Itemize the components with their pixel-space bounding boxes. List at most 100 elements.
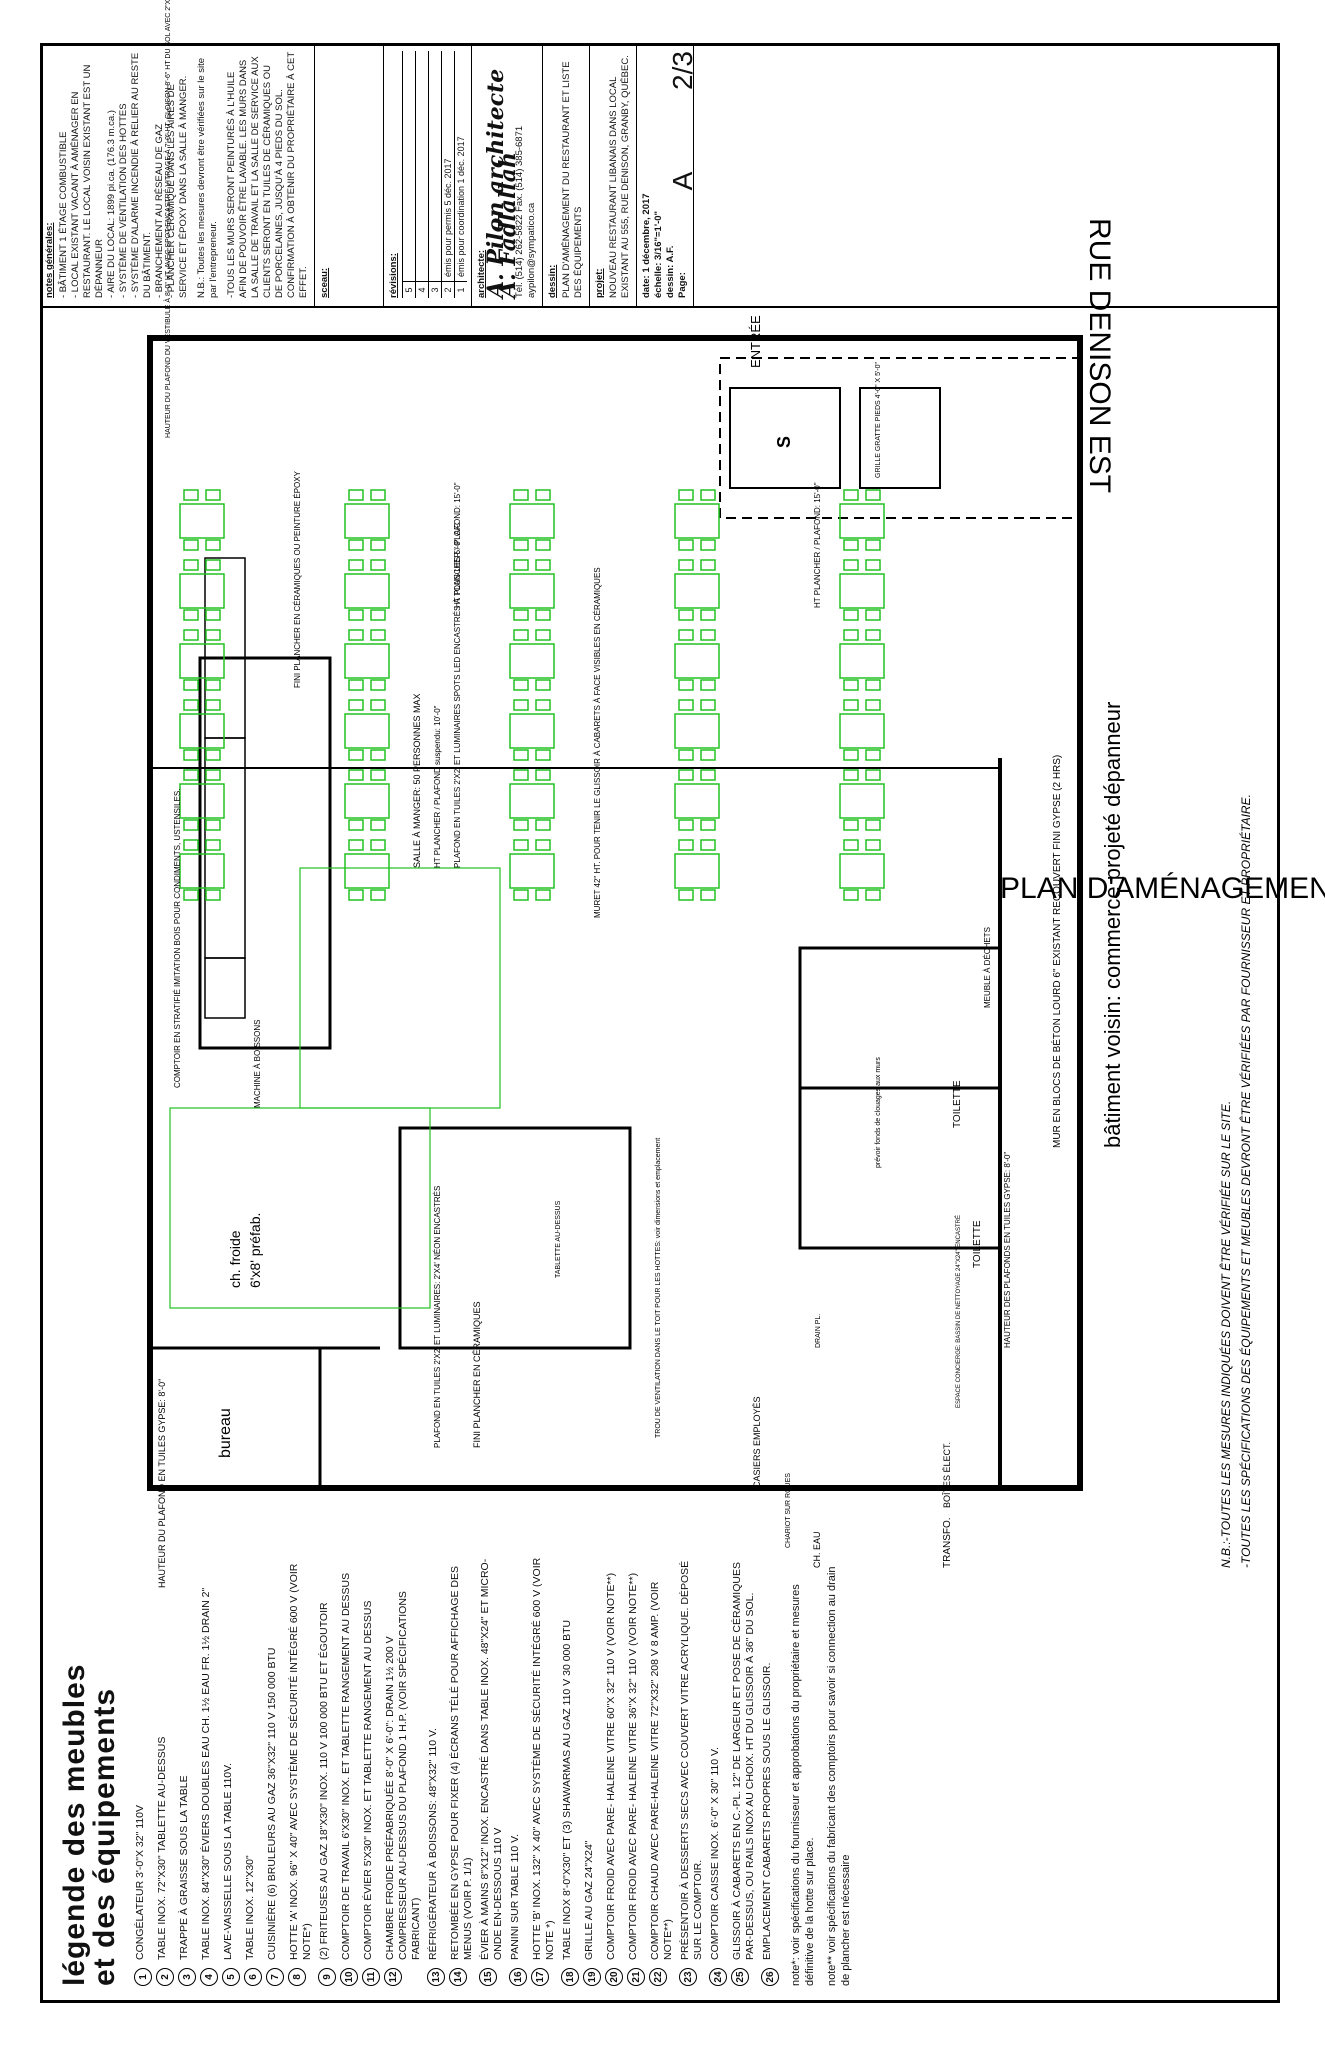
title-block: notes générales: - BÂTIMENT 1 ÉTAGE COMB… — [40, 43, 1280, 308]
general-note: - BRANCHEMENT AU RÉSEAU DE GAZ — [154, 123, 165, 298]
label-prevoir: prévoir fonds de clouages aux murs — [875, 1057, 882, 1168]
dining-table — [344, 839, 390, 901]
counters — [204, 557, 246, 739]
dining-table — [509, 629, 555, 691]
label-waste: MEUBLE À DÉCHETS — [983, 927, 992, 1008]
label-ht15-a: HT PLANCHER / PLAFOND: 15'-0" — [453, 482, 462, 608]
washrooms-walls — [798, 946, 1002, 1250]
general-notes: notes générales: - BÂTIMENT 1 ÉTAGE COMB… — [40, 43, 315, 306]
dining-table — [839, 699, 885, 761]
revision-row: 4 — [415, 51, 428, 298]
dining-table — [344, 629, 390, 691]
general-note: - LOCAL EXISTANT VACANT À AMÉNAGER EN RE… — [70, 64, 105, 298]
label-ceiling-office: HAUTEUR DU PLAFOND EN TUILES GYPSE: 8'-0… — [157, 1379, 167, 1588]
label-epoxy: FINI PLANCHER EN CÉRAMIQUES OU PEINTURE … — [293, 470, 302, 688]
dining-table — [344, 489, 390, 551]
dining-table — [839, 629, 885, 691]
drawing-name: PLAN D'AMÉNAGEMENT DU RESTAURANT ET LIST… — [561, 61, 584, 298]
stair-box — [729, 387, 841, 489]
dining-table — [674, 839, 720, 901]
dining-table — [509, 559, 555, 621]
architect-contact: Tél. (514) 262-5822 Fax. (514) 385-6871 … — [514, 125, 537, 298]
label-toilet-2: TOILETTE — [952, 1080, 963, 1128]
scale: échelle: 3/16"=1'-0" — [653, 210, 664, 298]
general-note: - BÂTIMENT 1 ÉTAGE COMBUSTIBLE — [58, 131, 69, 298]
dining-table — [509, 769, 555, 831]
drawing-heading: dessin: — [547, 264, 558, 298]
revision-text: émis pour permis 5 déc. 2017 — [443, 158, 453, 277]
dining-tables — [179, 489, 885, 901]
drawing-title: PLAN D'AMÉNAGEMENT — [1000, 872, 1325, 905]
label-dining: SALLE À MANGER: 50 PERSONNES MAX — [412, 693, 422, 868]
dining-table — [179, 699, 225, 761]
dining-table — [509, 699, 555, 761]
label-dining-ht: HT PLANCHER / PLAFOND suspendu: 10'-0" — [433, 705, 442, 868]
revision-row: 2 émis pour permis 5 déc. 2017 — [441, 51, 454, 298]
label-lockers: CASIERS EMPLOYÉS — [752, 1396, 762, 1488]
label-transfo: TRANSFO. — [942, 1517, 953, 1568]
revision-number: 5 — [403, 281, 415, 298]
drawing-box: dessin: PLAN D'AMÉNAGEMENT DU RESTAURANT… — [543, 43, 590, 306]
revision-number: 4 — [416, 281, 428, 298]
dining-table — [674, 629, 720, 691]
notes-walls: -TOUS LES MURS SERONT PEINTURÉS À L'HUIL… — [226, 52, 309, 298]
date: date: 1 décembre, 2017 — [641, 193, 652, 298]
seal-box: sceau: — [315, 43, 384, 306]
seal-heading: sceau: — [319, 267, 330, 298]
neighbour-label: bâtiment voisin: commerce projeté dépann… — [1100, 702, 1125, 1148]
project-heading: projet: — [594, 268, 605, 298]
dining-table — [674, 769, 720, 831]
label-grate: GRILLE GRATTE PIEDS 4'-0" X 5'-0" — [875, 361, 882, 478]
street-label: RUE DENISON EST — [1083, 218, 1116, 493]
label-ht15-b: HT PLANCHER / PLAFOND: 15'-0" — [813, 482, 822, 608]
stair-symbol: S — [774, 436, 794, 448]
general-note: - SYSTÈME DE VENTILATION DES HOTTES — [118, 103, 129, 298]
vestibule-outline — [719, 357, 1081, 519]
revision-number: 3 — [429, 281, 441, 298]
revision-number: 2 — [442, 281, 454, 298]
entrance-label: ENTRÉE — [748, 315, 763, 368]
dining-table — [839, 489, 885, 551]
label-bureau: bureau — [217, 1408, 234, 1458]
general-note: - AIRE DU LOCAL: 1899 pi.ca. (176.3 m.ca… — [106, 110, 117, 298]
dining-table — [344, 559, 390, 621]
plan-labels: PLAN D'AMÉNAGEMENT RUE DENISON EST ENTRÉ… — [157, 0, 1325, 1588]
kitchen-line-wall — [198, 656, 332, 1050]
service-room-walls — [398, 1126, 632, 1350]
dining-table — [509, 489, 555, 551]
revision-text — [403, 277, 415, 281]
revision-text: émis pour coordination 1 déc. 2017 — [456, 136, 466, 277]
page-number: 2/3 — [667, 51, 698, 90]
revision-text — [429, 277, 441, 281]
exterior-wall — [147, 335, 1083, 1491]
label-drain: DRAIN PL. — [815, 1314, 822, 1348]
dining-table — [839, 839, 885, 901]
label-boxes: BOÎTES ÉLECT. — [942, 1442, 952, 1508]
revision-number: 1 — [455, 281, 467, 298]
label-trolley: CHARIOT SUR ROUES — [785, 1473, 792, 1548]
general-note: - SYSTÈME D'ALARME INCENDIE À RELIER AU … — [130, 52, 153, 298]
dining-table — [674, 699, 720, 761]
grate-box — [859, 387, 941, 489]
meta-box: date: 1 décembre, 2017 échelle: 3/16"=1'… — [637, 43, 698, 306]
dining-table — [509, 839, 555, 901]
label-muret: MURET 42" HT. POUR TENIR LE GLISSOIR À C… — [593, 567, 602, 918]
dining-table — [179, 629, 225, 691]
revision-row: 5 — [402, 51, 415, 298]
dining-table — [839, 769, 885, 831]
revision-row: 1 émis pour coordination 1 déc. 2017 — [454, 51, 467, 298]
grid-area-1 — [169, 1107, 431, 1309]
label-drinks: MACHINE À BOISSONS — [253, 1020, 262, 1108]
label-cold-room: ch. froide — [227, 1230, 243, 1288]
dining-table — [344, 769, 390, 831]
architect-box: architecte: A. Pilon architecte A. Fadla… — [472, 43, 543, 306]
dining-table — [839, 559, 885, 621]
label-janitor: ESPACE CONCIERGE: BASSIN DE NETTOYAGE 24… — [955, 1215, 962, 1408]
label-ceiling-tiles: PLAFOND EN TUILES 2'X2' ET LUMINAIRES: 2… — [433, 1186, 442, 1448]
cooking-line — [204, 557, 246, 1019]
label-ch-eau: CH. EAU — [812, 1531, 822, 1568]
revision-text — [416, 277, 428, 281]
